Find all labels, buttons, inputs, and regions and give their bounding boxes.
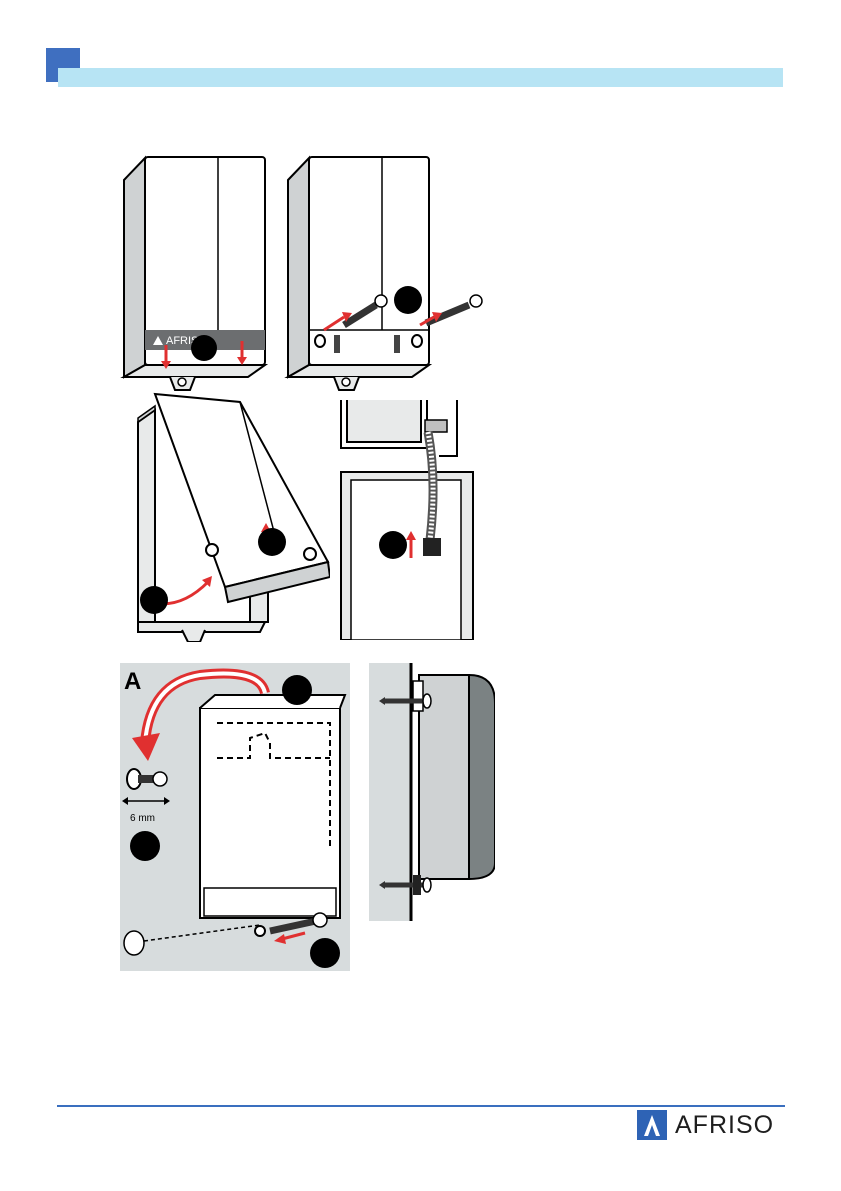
figure-a-label: A <box>124 668 141 695</box>
figure-step-4-connector <box>335 400 475 640</box>
step-marker-icon <box>191 335 217 361</box>
header-band <box>58 68 783 87</box>
figure-step-1-housing: AFRISO <box>120 155 270 395</box>
footer-rule <box>57 1105 785 1107</box>
figure-a-wall-mounting: A 6 mm <box>120 663 350 971</box>
afriso-logo: AFRISO <box>637 1110 774 1140</box>
brand-name: AFRISO <box>675 1111 774 1140</box>
figure-step-2-screws <box>284 155 494 395</box>
afriso-logo-icon <box>637 1110 667 1140</box>
figure-side-view <box>369 663 495 921</box>
figure-step-3-open <box>130 392 330 642</box>
dimension-label: 6 mm <box>130 813 155 824</box>
